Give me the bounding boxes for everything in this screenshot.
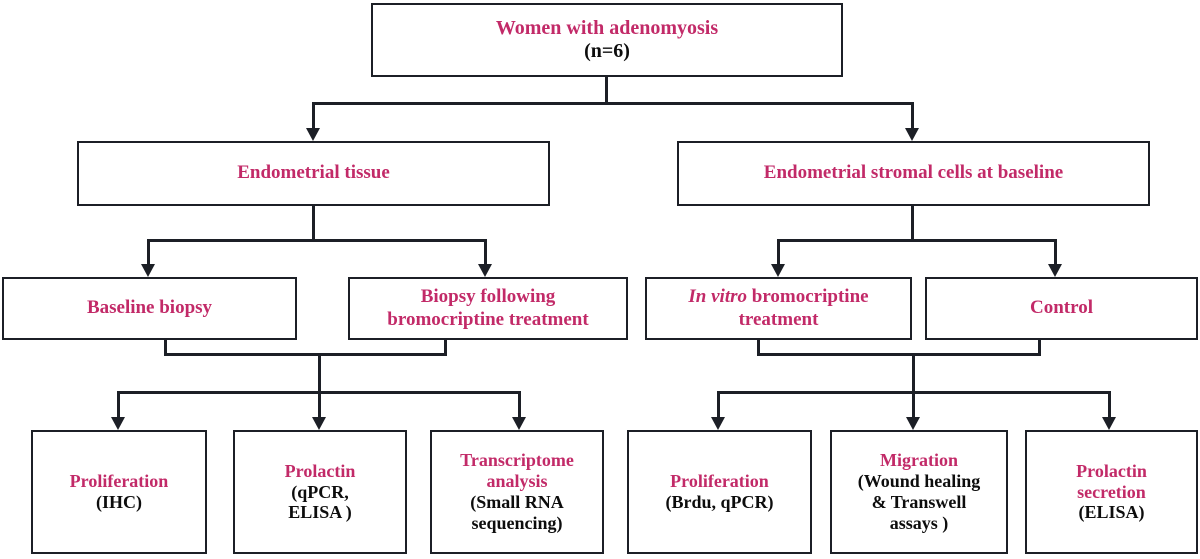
arrow-to-biopsy-following <box>478 264 492 277</box>
node-prolactin-qpcr-elisa: Prolactin (qPCR, ELISA ) <box>233 430 407 554</box>
node-proliferation-ihc: Proliferation (IHC) <box>31 430 207 554</box>
node-endometrial-tissue: Endometrial tissue <box>77 141 550 206</box>
baseline-biopsy-label: Baseline biopsy <box>86 297 213 319</box>
stromal-cells-label: Endometrial stromal cells at baseline <box>763 162 1064 184</box>
connector-right-leaf-drop-2 <box>912 391 915 420</box>
connector-stromal-stem <box>911 206 914 241</box>
leaf-5-accent-1: secretion <box>1077 481 1146 502</box>
leaf-4-plain-1: & Transwell <box>871 492 967 512</box>
connector-baseline-biopsy-down <box>164 340 167 355</box>
arrow-to-prolactin-secretion-elisa <box>1102 417 1116 430</box>
connector-biopsy-following-down <box>444 340 447 355</box>
arrow-to-stromal-cells <box>905 128 919 141</box>
node-transcriptome-analysis: Transcriptome analysis (Small RNA sequen… <box>430 430 604 554</box>
node-biopsy-following-treatment: Biopsy following bromocriptine treatment <box>348 277 628 340</box>
connector-tissue-right-drop <box>484 239 487 267</box>
connector-root-to-right-drop <box>911 102 914 131</box>
connector-control-down <box>1038 340 1041 355</box>
leaf-0-plain-0: (IHC) <box>96 492 142 512</box>
connector-stromal-left-drop <box>777 239 780 267</box>
leaf-1-plain-0: (qPCR, <box>291 481 349 502</box>
node-proliferation-brdu-qpcr: Proliferation (Brdu, qPCR) <box>627 430 812 554</box>
endometrial-tissue-label: Endometrial tissue <box>237 162 390 184</box>
connector-stromal-bar <box>777 239 1057 242</box>
leaf-3-plain-0: (Brdu, qPCR) <box>665 492 774 512</box>
leaf-2-plain-1: sequencing) <box>471 512 563 533</box>
connector-right-merge-bar <box>757 353 1041 356</box>
connector-left-merge-bar <box>164 353 447 356</box>
node-baseline-biopsy: Baseline biopsy <box>2 277 297 340</box>
connector-right-merge-stem <box>912 353 915 393</box>
arrow-to-proliferation-brdu-qpcr <box>711 417 725 430</box>
node-prolactin-secretion-elisa: Prolactin secretion (ELISA) <box>1025 430 1198 554</box>
connector-left-merge-stem <box>318 353 321 393</box>
leaf-0-accent-0: Proliferation <box>69 471 169 492</box>
in-vitro-line2: treatment <box>738 308 819 330</box>
connector-right-leaf-drop-3 <box>1108 391 1111 420</box>
connector-left-leaf-drop-1 <box>117 391 120 420</box>
leaf-5-accent-0: Prolactin <box>1076 460 1147 481</box>
connector-left-leaf-drop-2 <box>318 391 321 420</box>
leaf-2-plain-0: (Small RNA <box>470 492 564 512</box>
connector-in-vitro-down <box>757 340 760 355</box>
connector-root-bar <box>312 102 914 105</box>
connector-right-leaf-drop-1 <box>717 391 720 420</box>
arrow-to-migration-assays <box>906 417 920 430</box>
leaf-2-accent-0: Transcriptome <box>460 450 574 471</box>
connector-tissue-bar <box>147 239 487 242</box>
control-label: Control <box>1030 297 1093 319</box>
node-migration-assays: Migration (Wound healing & Transwell ass… <box>830 430 1008 554</box>
node-in-vitro-bromocriptine-treatment: In vitro bromocriptine treatment <box>645 277 912 340</box>
leaf-4-plain-0: (Wound healing <box>857 471 981 492</box>
leaf-3-accent-0: Proliferation <box>670 471 769 492</box>
arrow-to-proliferation-ihc <box>111 417 125 430</box>
root-accent-text: Women with adenomyosis <box>495 16 719 39</box>
node-control: Control <box>925 277 1198 340</box>
leaf-2-accent-1: analysis <box>486 471 548 492</box>
node-women-with-adenomyosis: Women with adenomyosis (n=6) <box>371 3 843 77</box>
arrow-to-control <box>1048 264 1062 277</box>
root-sample-size: (n=6) <box>584 40 630 62</box>
arrow-to-transcriptome-analysis <box>512 417 526 430</box>
arrow-to-in-vitro-treatment <box>771 264 785 277</box>
connector-tissue-left-drop <box>147 239 150 267</box>
leaf-4-plain-2: assays ) <box>889 512 949 533</box>
arrow-to-endometrial-tissue <box>306 128 320 141</box>
connector-stromal-right-drop <box>1054 239 1057 267</box>
arrow-to-prolactin-qpcr-elisa <box>312 417 326 430</box>
leaf-5-plain-0: (ELISA) <box>1078 502 1145 523</box>
in-vitro-italic: In vitro <box>688 286 748 308</box>
connector-tissue-stem <box>312 206 315 241</box>
in-vitro-line1: In vitro bromocriptine <box>651 286 906 308</box>
connector-root-to-left-drop <box>312 102 315 131</box>
leaf-1-accent-0: Prolactin <box>284 460 356 481</box>
arrow-to-baseline-biopsy <box>141 264 155 277</box>
leaf-4-accent-0: Migration <box>880 450 958 471</box>
in-vitro-rest: bromocriptine <box>747 286 869 308</box>
connector-left-leaf-drop-3 <box>518 391 521 420</box>
leaf-1-plain-1: ELISA ) <box>288 502 352 523</box>
connector-root-stem <box>605 77 608 104</box>
node-endometrial-stromal-cells: Endometrial stromal cells at baseline <box>677 141 1150 206</box>
biopsy-following-line2: bromocriptine treatment <box>387 308 589 330</box>
biopsy-following-line1: Biopsy following <box>420 286 556 308</box>
